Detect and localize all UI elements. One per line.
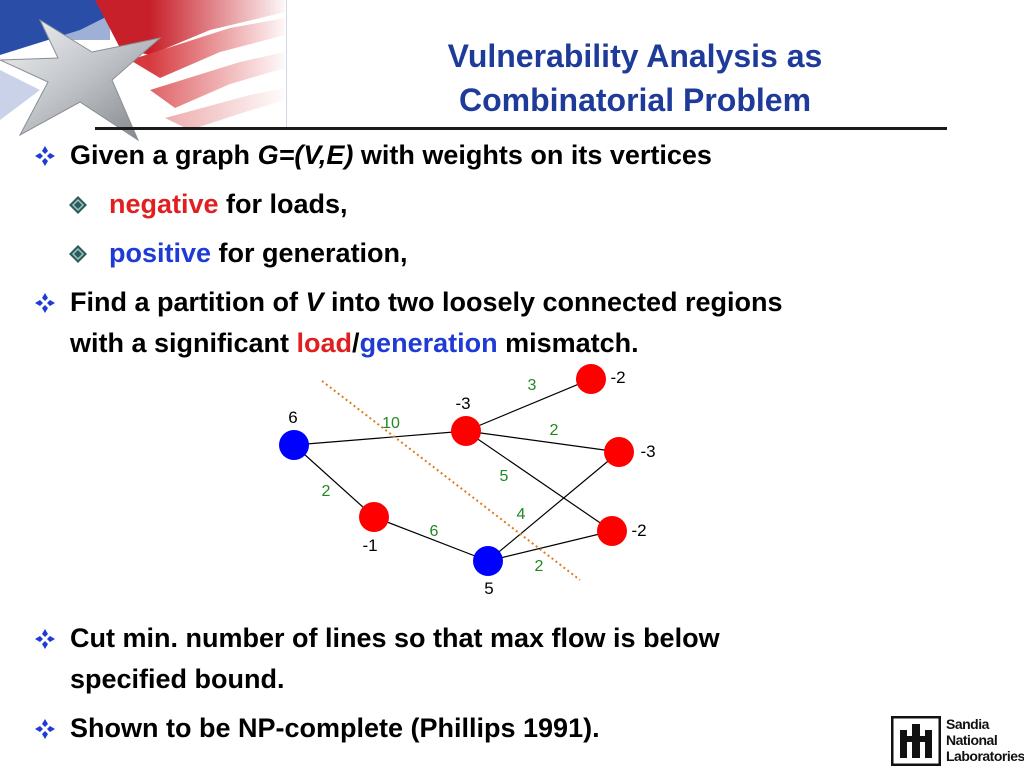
bullet-text: Shown to be NP-complete (Phillips 1991). <box>70 713 600 743</box>
edge-a-b-weight: 10 <box>382 415 400 432</box>
edge-b-g-weight: 2 <box>550 422 559 439</box>
edge-b-c-weight: 3 <box>528 377 537 394</box>
diamond-bullet-icon <box>35 719 55 739</box>
sub-bullet-diamond-icon <box>69 196 87 214</box>
header-divider-vertical <box>286 0 287 130</box>
bullet-given-graph: Given a graph G=(V,E) with weights on it… <box>70 137 712 173</box>
bullet-line-1: Cut min. number of lines so that max flo… <box>70 623 720 653</box>
flag-star-graphic <box>0 0 290 150</box>
edge-b-g2-weight: 5 <box>500 468 509 485</box>
diamond-bullet-icon <box>35 293 55 313</box>
vertex-g-weight: -2 <box>631 521 646 540</box>
bullet-text: with weights on its vertices <box>353 140 712 170</box>
sub-bullet-diamond-icon <box>69 245 87 263</box>
title-line-1: Vulnerability Analysis as <box>447 38 823 74</box>
logo-line-3: Laboratories <box>946 748 1024 764</box>
graph-notation: G=(V,E) <box>257 140 354 170</box>
edge-b-g <box>465 430 620 453</box>
edge-e-f <box>373 516 489 562</box>
title-underline <box>95 127 947 130</box>
edge-e-f-weight: 6 <box>430 523 439 540</box>
edge-f-d <box>487 451 620 562</box>
logo-line-1: Sandia <box>946 716 989 732</box>
bullet-line-2: specified bound. <box>70 664 285 694</box>
bullet-cut-lines: Cut min. number of lines so that max flo… <box>70 620 720 697</box>
bullet-line-2: with a significant load/generation misma… <box>70 325 783 361</box>
vertex-a-weight: 6 <box>288 408 297 427</box>
bullet-np-complete: Shown to be NP-complete (Phillips 1991). <box>70 710 600 746</box>
vertex-a-generation <box>279 430 309 460</box>
slide-title: Vulnerability Analysis as Combinatorial … <box>330 34 940 122</box>
bullet-text: mismatch. <box>497 328 639 358</box>
bullet-text: Given a graph <box>70 140 258 170</box>
bullet-text: for loads, <box>218 189 348 219</box>
bullet-text: for generation, <box>211 238 408 268</box>
edge-a-e <box>293 444 375 518</box>
edge-b-g2 <box>465 430 613 532</box>
sub-bullet-positive: positive for generation, <box>109 235 408 271</box>
negative-word: negative <box>109 189 219 219</box>
vertex-g-load <box>597 516 627 546</box>
bullet-text: with a significant <box>70 328 297 358</box>
vertex-set: V <box>305 287 324 317</box>
generation-word: generation <box>359 328 498 358</box>
bullet-line-1: Find a partition of V into two loosely c… <box>70 284 783 320</box>
logo-line-2: National <box>946 732 998 748</box>
vertex-d-weight: -3 <box>640 442 655 461</box>
sandia-logo-text: Sandia National Laboratories <box>946 716 1024 764</box>
vertex-c-load <box>576 364 606 394</box>
sandia-logo-icon <box>891 716 941 766</box>
slash: / <box>352 328 360 358</box>
vertex-e-weight: -1 <box>362 536 377 555</box>
edge-b-c <box>465 378 592 432</box>
diamond-bullet-icon <box>35 146 55 166</box>
edge-f-g-weight: 2 <box>535 558 544 575</box>
bullet-find-partition: Find a partition of V into two loosely c… <box>70 284 783 361</box>
vertex-b-weight: -3 <box>455 394 470 413</box>
bullet-text: Find a partition of <box>70 287 306 317</box>
load-word: load <box>296 328 353 358</box>
title-line-2: Combinatorial Problem <box>458 82 812 118</box>
edge-a-b <box>293 430 467 446</box>
edge-f-d-weight: 4 <box>517 506 526 523</box>
vertex-c-weight: -2 <box>610 368 625 387</box>
vertex-f-weight: 5 <box>484 579 493 598</box>
vertex-f-generation <box>473 546 503 576</box>
vertex-b-load <box>451 416 481 446</box>
cut-line <box>321 380 581 581</box>
bullet-text: into two loosely connected regions <box>323 287 783 317</box>
vertex-e-load <box>359 502 389 532</box>
diamond-bullet-icon <box>35 629 55 649</box>
sub-bullet-negative: negative for loads, <box>109 186 348 222</box>
edge-f-g <box>487 530 613 562</box>
edge-a-e-weight: 2 <box>322 483 331 500</box>
positive-word: positive <box>109 238 212 268</box>
vertex-d-load <box>604 437 634 467</box>
